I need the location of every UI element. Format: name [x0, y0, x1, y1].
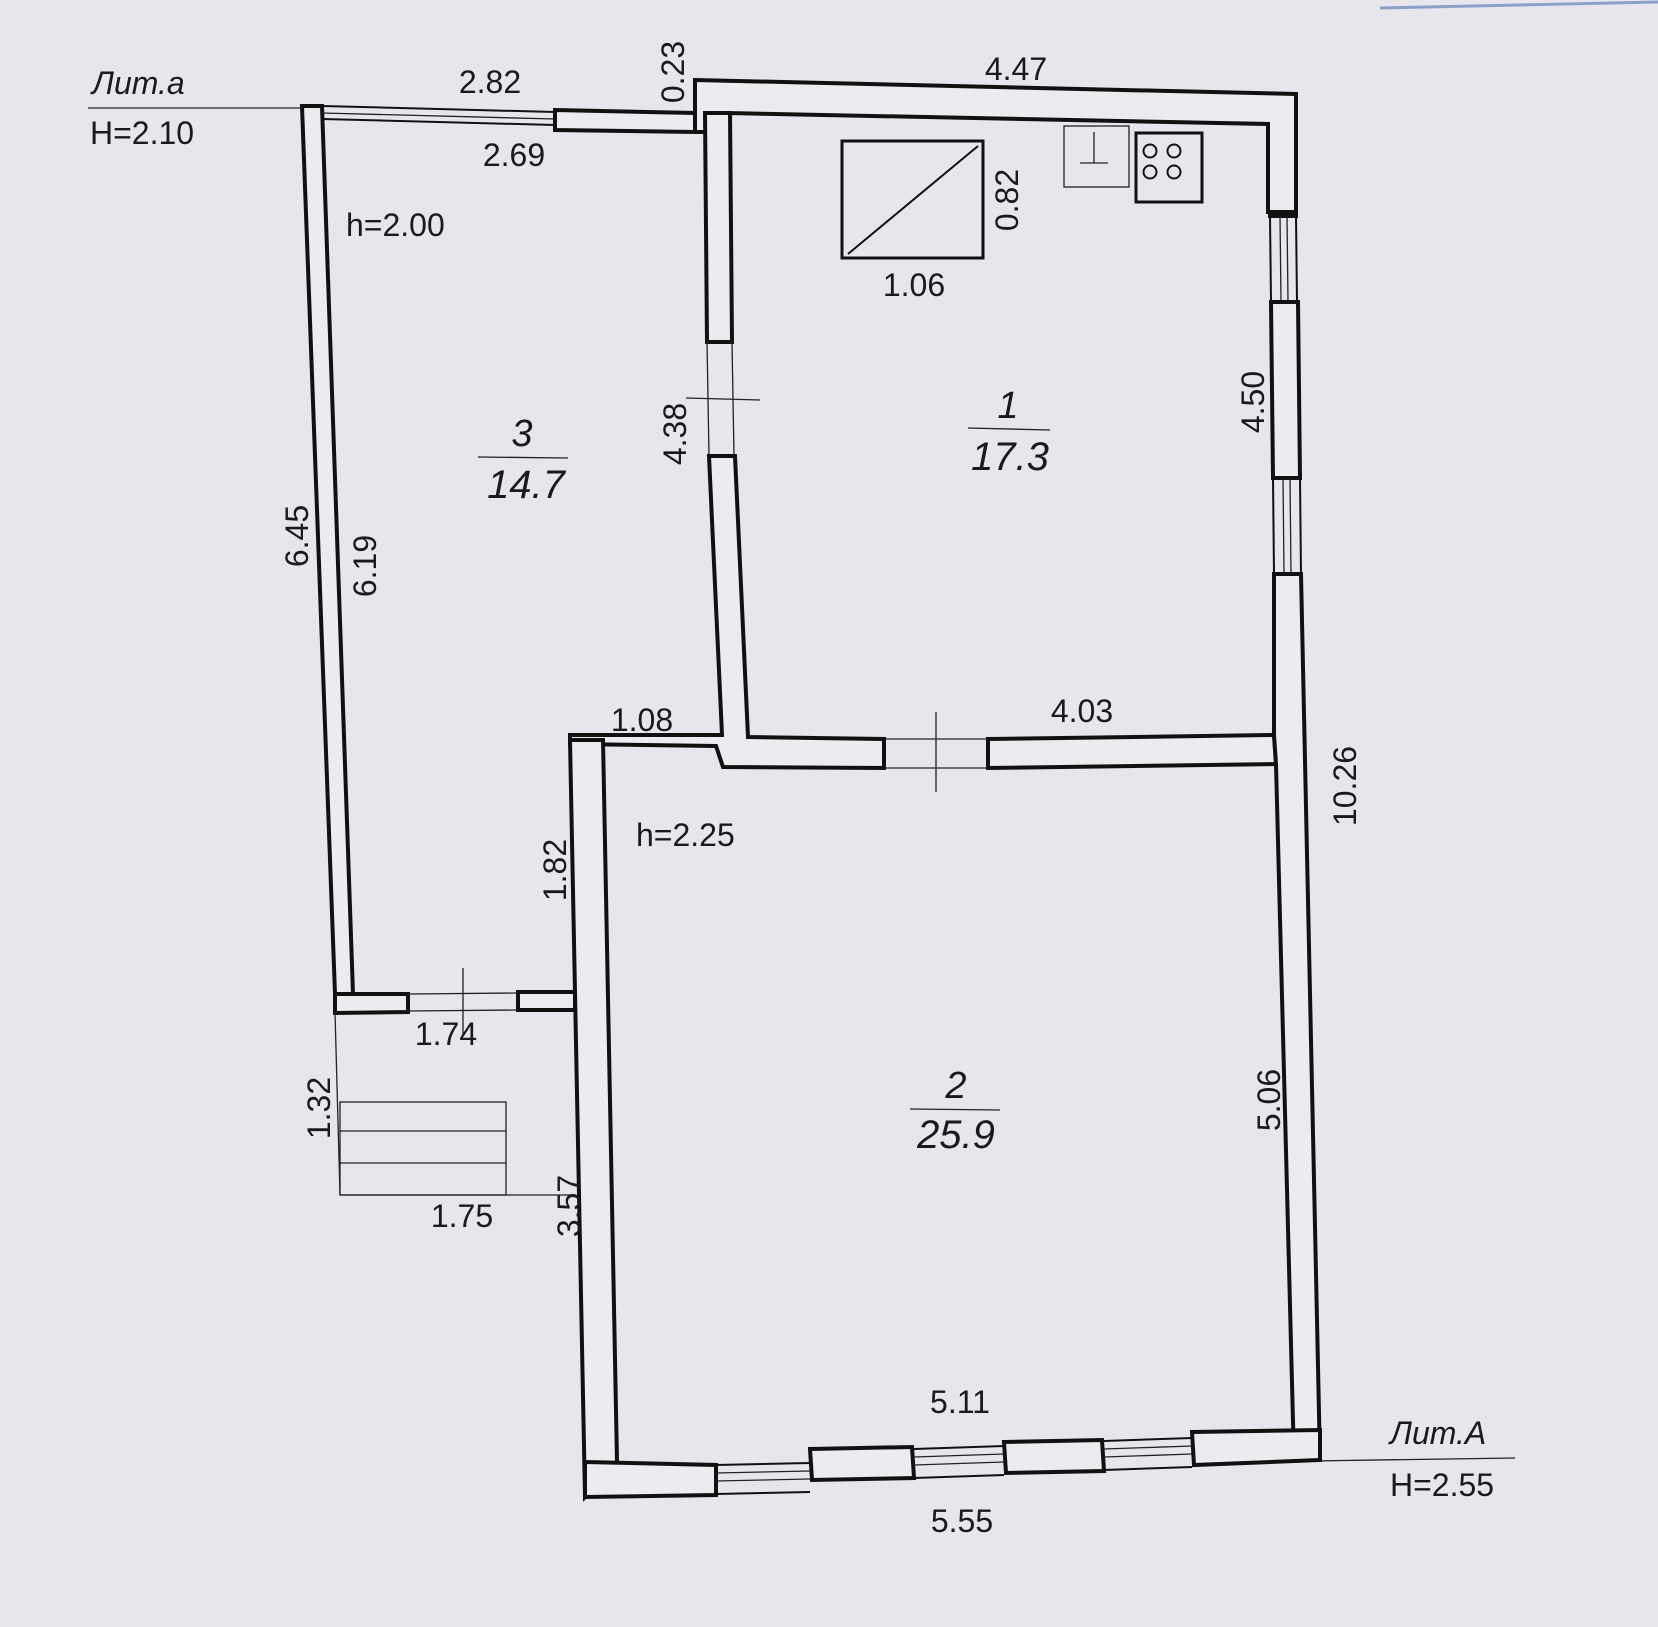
paper-edge-line [1379, 0, 1658, 10]
dim-partition-left: 4.38 [657, 403, 693, 465]
room1-right-window-lower [1272, 477, 1302, 575]
sink-symbol [1063, 125, 1130, 188]
room1-right-wall-top [1268, 210, 1298, 218]
dim-top-inner-left: 2.69 [483, 137, 545, 173]
room2-bottom-wall-right [1189, 1427, 1322, 1468]
dim-veranda-bottom: 1.74 [415, 1016, 477, 1052]
dim-top-outer-right: 4.47 [985, 51, 1047, 87]
lit-A-height: H=2.55 [1390, 1467, 1494, 1503]
dim-room2-left-lower: 3.57 [551, 1175, 587, 1237]
room2-fraction-line [909, 1108, 1001, 1111]
veranda-door [407, 968, 519, 1036]
room1-number: 1 [997, 385, 1018, 427]
lit-a-height: H=2.10 [90, 115, 194, 151]
dim-room2-bottom-inner: 5.11 [930, 1384, 990, 1420]
room1-right-window-upper [1269, 215, 1298, 303]
porch-steps [334, 1011, 575, 1196]
dim-partition-bottom: 4.03 [1051, 693, 1113, 729]
room2-number: 2 [944, 1065, 966, 1107]
dim-right-window-wall: 4.50 [1235, 371, 1271, 433]
room1-area: 17.3 [971, 435, 1049, 479]
dim-porch-depth: 1.32 [301, 1077, 337, 1139]
room2-bottom-wall-left [583, 1459, 718, 1500]
dim-step-width: 1.08 [611, 702, 673, 738]
room2-bottom-window-left [715, 1462, 811, 1495]
room1-room2-door [884, 712, 988, 792]
lit-a-name: Лит.а [90, 65, 185, 101]
room1-room2-partition-right [986, 732, 1279, 771]
room2-bottom-pier-2 [1001, 1437, 1107, 1476]
dim-porch-width: 1.75 [431, 1198, 493, 1234]
room1-left-wall-upper [702, 111, 735, 344]
veranda-top-wall [553, 107, 697, 135]
room3-area: 14.7 [487, 463, 567, 507]
room1-left-wall-lower [568, 454, 886, 771]
veranda-bottom-wall-left [333, 992, 410, 1016]
lit-A-name: Лит.А [1388, 1415, 1486, 1451]
cooktop-symbol [1134, 131, 1204, 204]
veranda-ceiling-height: h=2.00 [346, 207, 445, 243]
room3-number: 3 [511, 413, 532, 455]
dim-stove-width: 1.06 [883, 267, 945, 303]
dim-top-outer-left: 2.82 [459, 64, 521, 100]
dim-stove-depth: 0.82 [989, 169, 1025, 231]
dim-veranda-outer-left: 6.45 [279, 505, 315, 567]
dim-wall-thickness: 0.23 [655, 41, 691, 103]
dim-room2-bottom-outer: 5.55 [931, 1503, 993, 1539]
room1-right-wall-middle [1268, 300, 1303, 480]
veranda-top-window [321, 105, 556, 126]
room1-left-door [685, 341, 761, 457]
room2-bottom-window-right [1103, 1437, 1193, 1471]
room2-area: 25.9 [916, 1113, 995, 1157]
room2-bottom-pier-1 [807, 1444, 917, 1483]
room2-ceiling-height: h=2.25 [636, 817, 735, 853]
room2-bottom-window-middle [913, 1445, 1005, 1479]
dim-room2-right-inner: 5.06 [1251, 1069, 1287, 1131]
veranda-bottom-wall-right [516, 990, 577, 1012]
dim-veranda-inner-left: 6.19 [347, 535, 383, 597]
dim-right-outer: 10.26 [1327, 746, 1363, 826]
room3-fraction-line [477, 456, 569, 459]
dim-room2-left-upper: 1.82 [537, 839, 573, 901]
stove-symbol [840, 139, 985, 260]
lit-A-reference-line [1309, 1457, 1516, 1462]
room1-fraction-line [967, 427, 1051, 431]
